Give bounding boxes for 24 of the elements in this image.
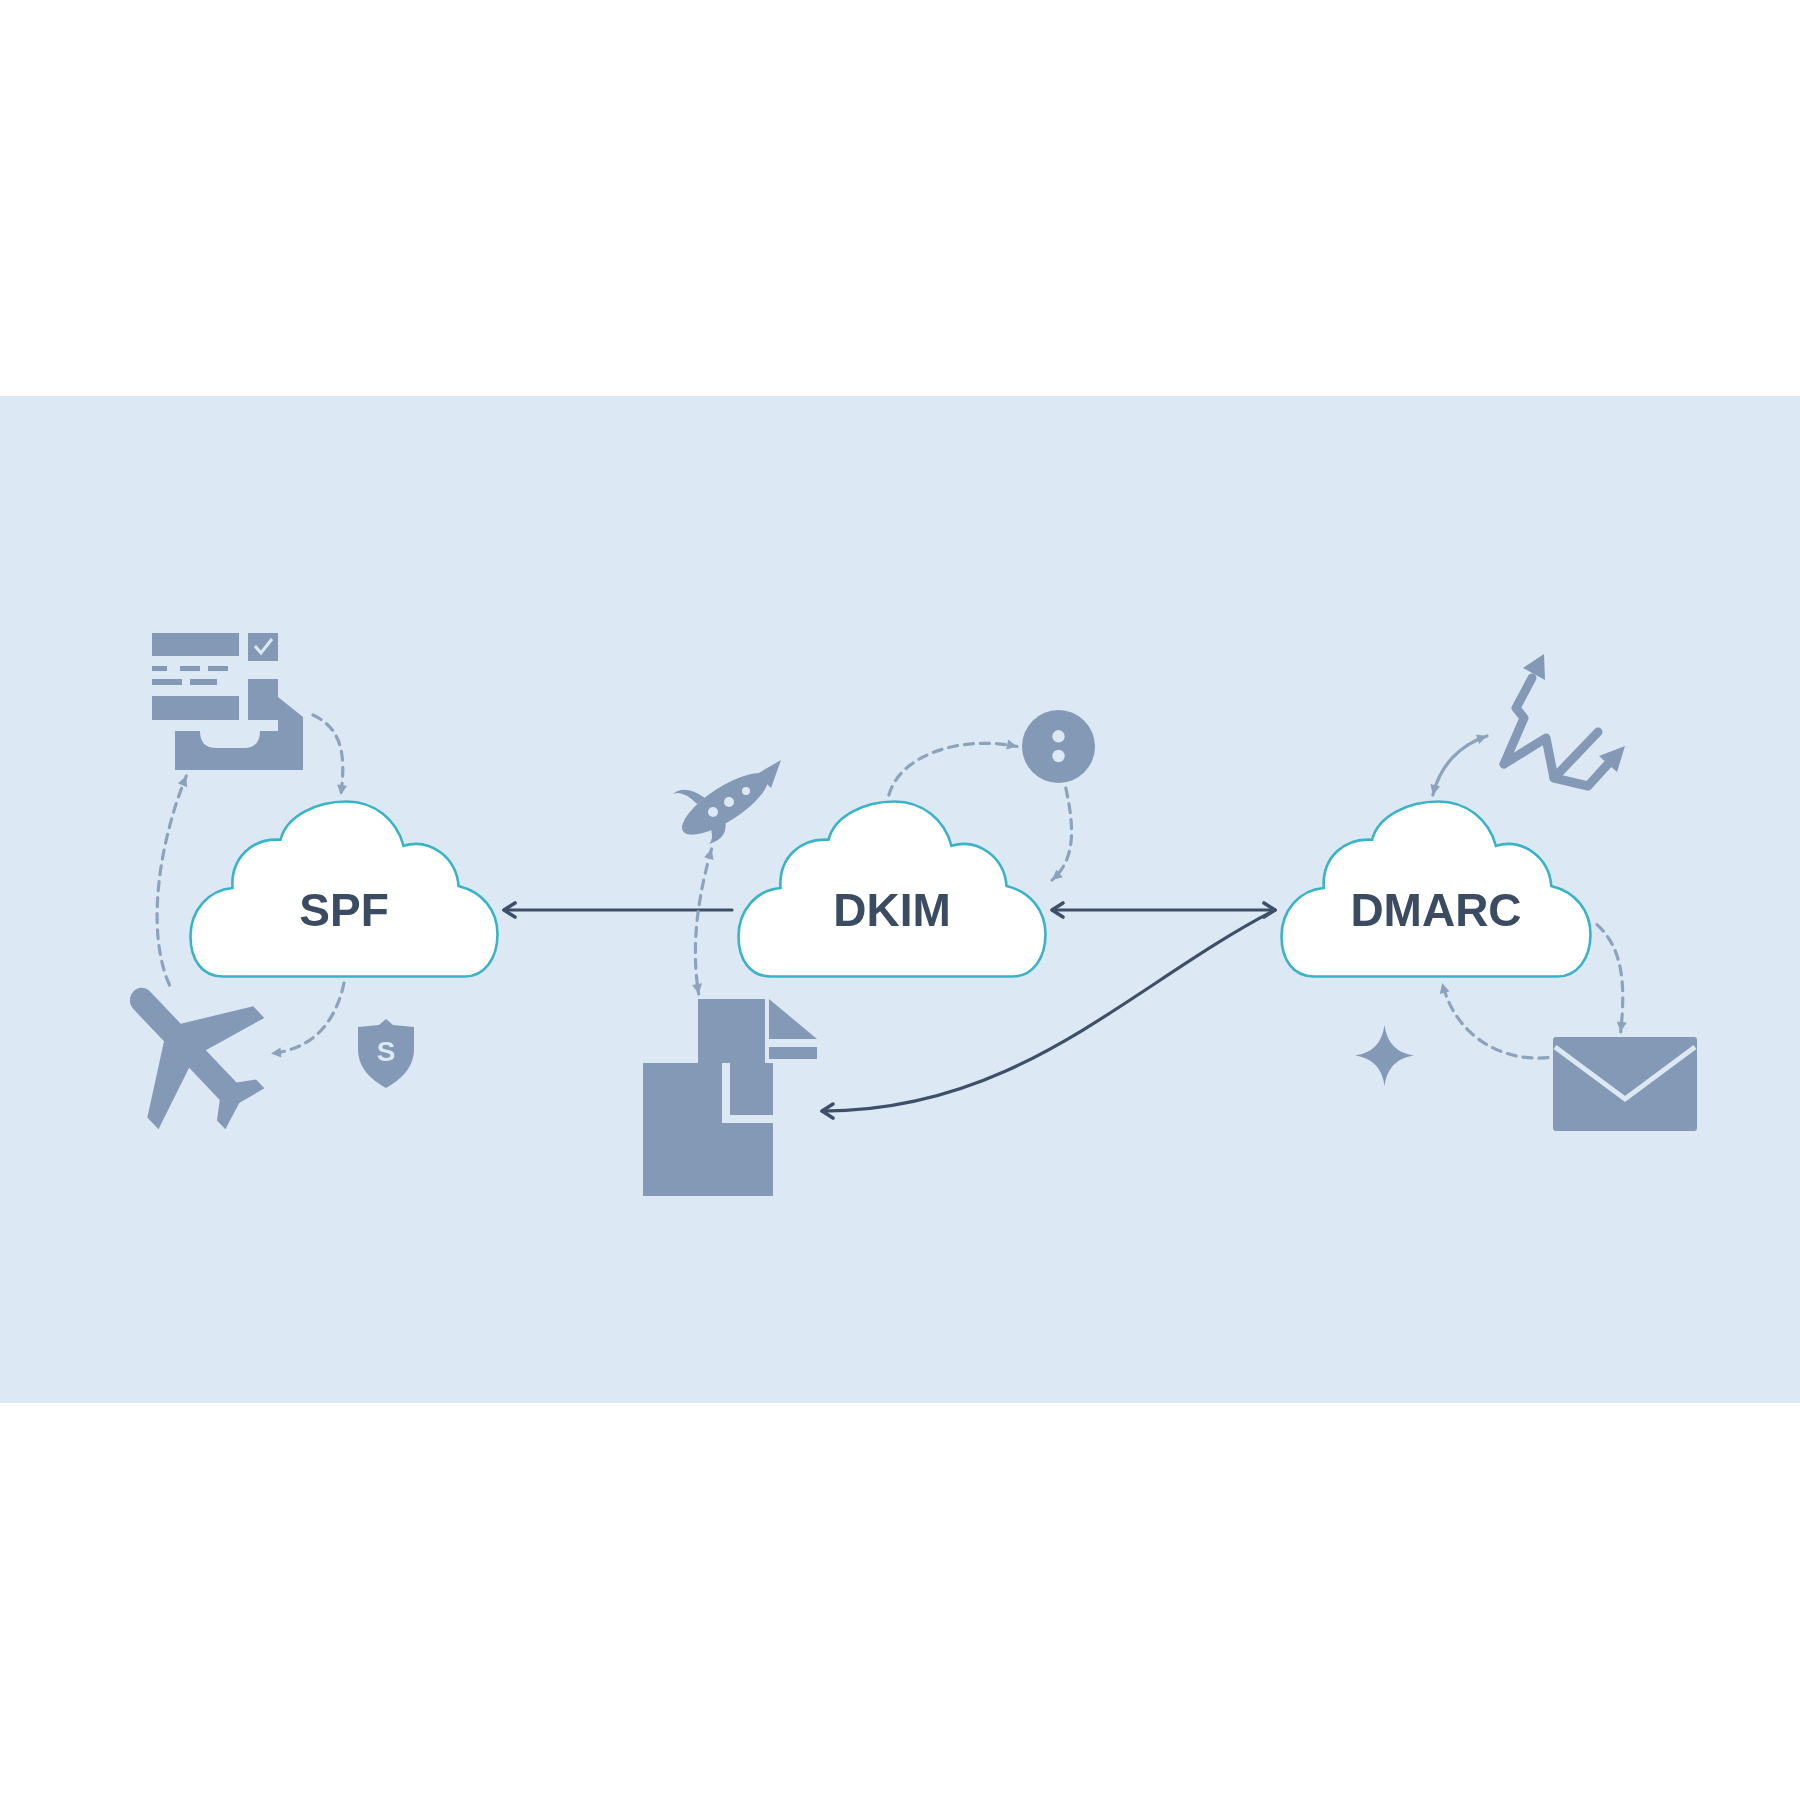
- dashed-arrow: [269, 981, 346, 1058]
- cloud-shape: [1280, 800, 1592, 978]
- airplane-icon: [132, 990, 266, 1131]
- dashed-arrow: [692, 847, 714, 996]
- shield-shape: [356, 1019, 416, 1088]
- arrow: [820, 908, 1277, 1120]
- dashed-arrow: [887, 740, 1019, 797]
- dashed-arrow: [155, 774, 188, 987]
- arrow: [1430, 734, 1489, 797]
- cloud-shape: [189, 800, 499, 978]
- shield-letter: S: [376, 1037, 396, 1066]
- cloud-label: SPF: [299, 885, 389, 935]
- cloud-shape: [737, 800, 1047, 978]
- dashed-arrow: [1440, 981, 1550, 1060]
- cloud-label: DKIM: [833, 885, 951, 935]
- dots-circle-icon: [1022, 710, 1095, 783]
- dashed-arrow: [1050, 786, 1074, 882]
- arrow: [1050, 901, 1277, 919]
- envelope-icon: [1553, 1037, 1697, 1131]
- cloud-label: DMARC: [1350, 885, 1522, 935]
- dashed-arrow: [311, 713, 347, 797]
- dashed-arrow: [1595, 923, 1627, 1034]
- documents-icon: [643, 999, 817, 1196]
- arrow: [502, 901, 734, 919]
